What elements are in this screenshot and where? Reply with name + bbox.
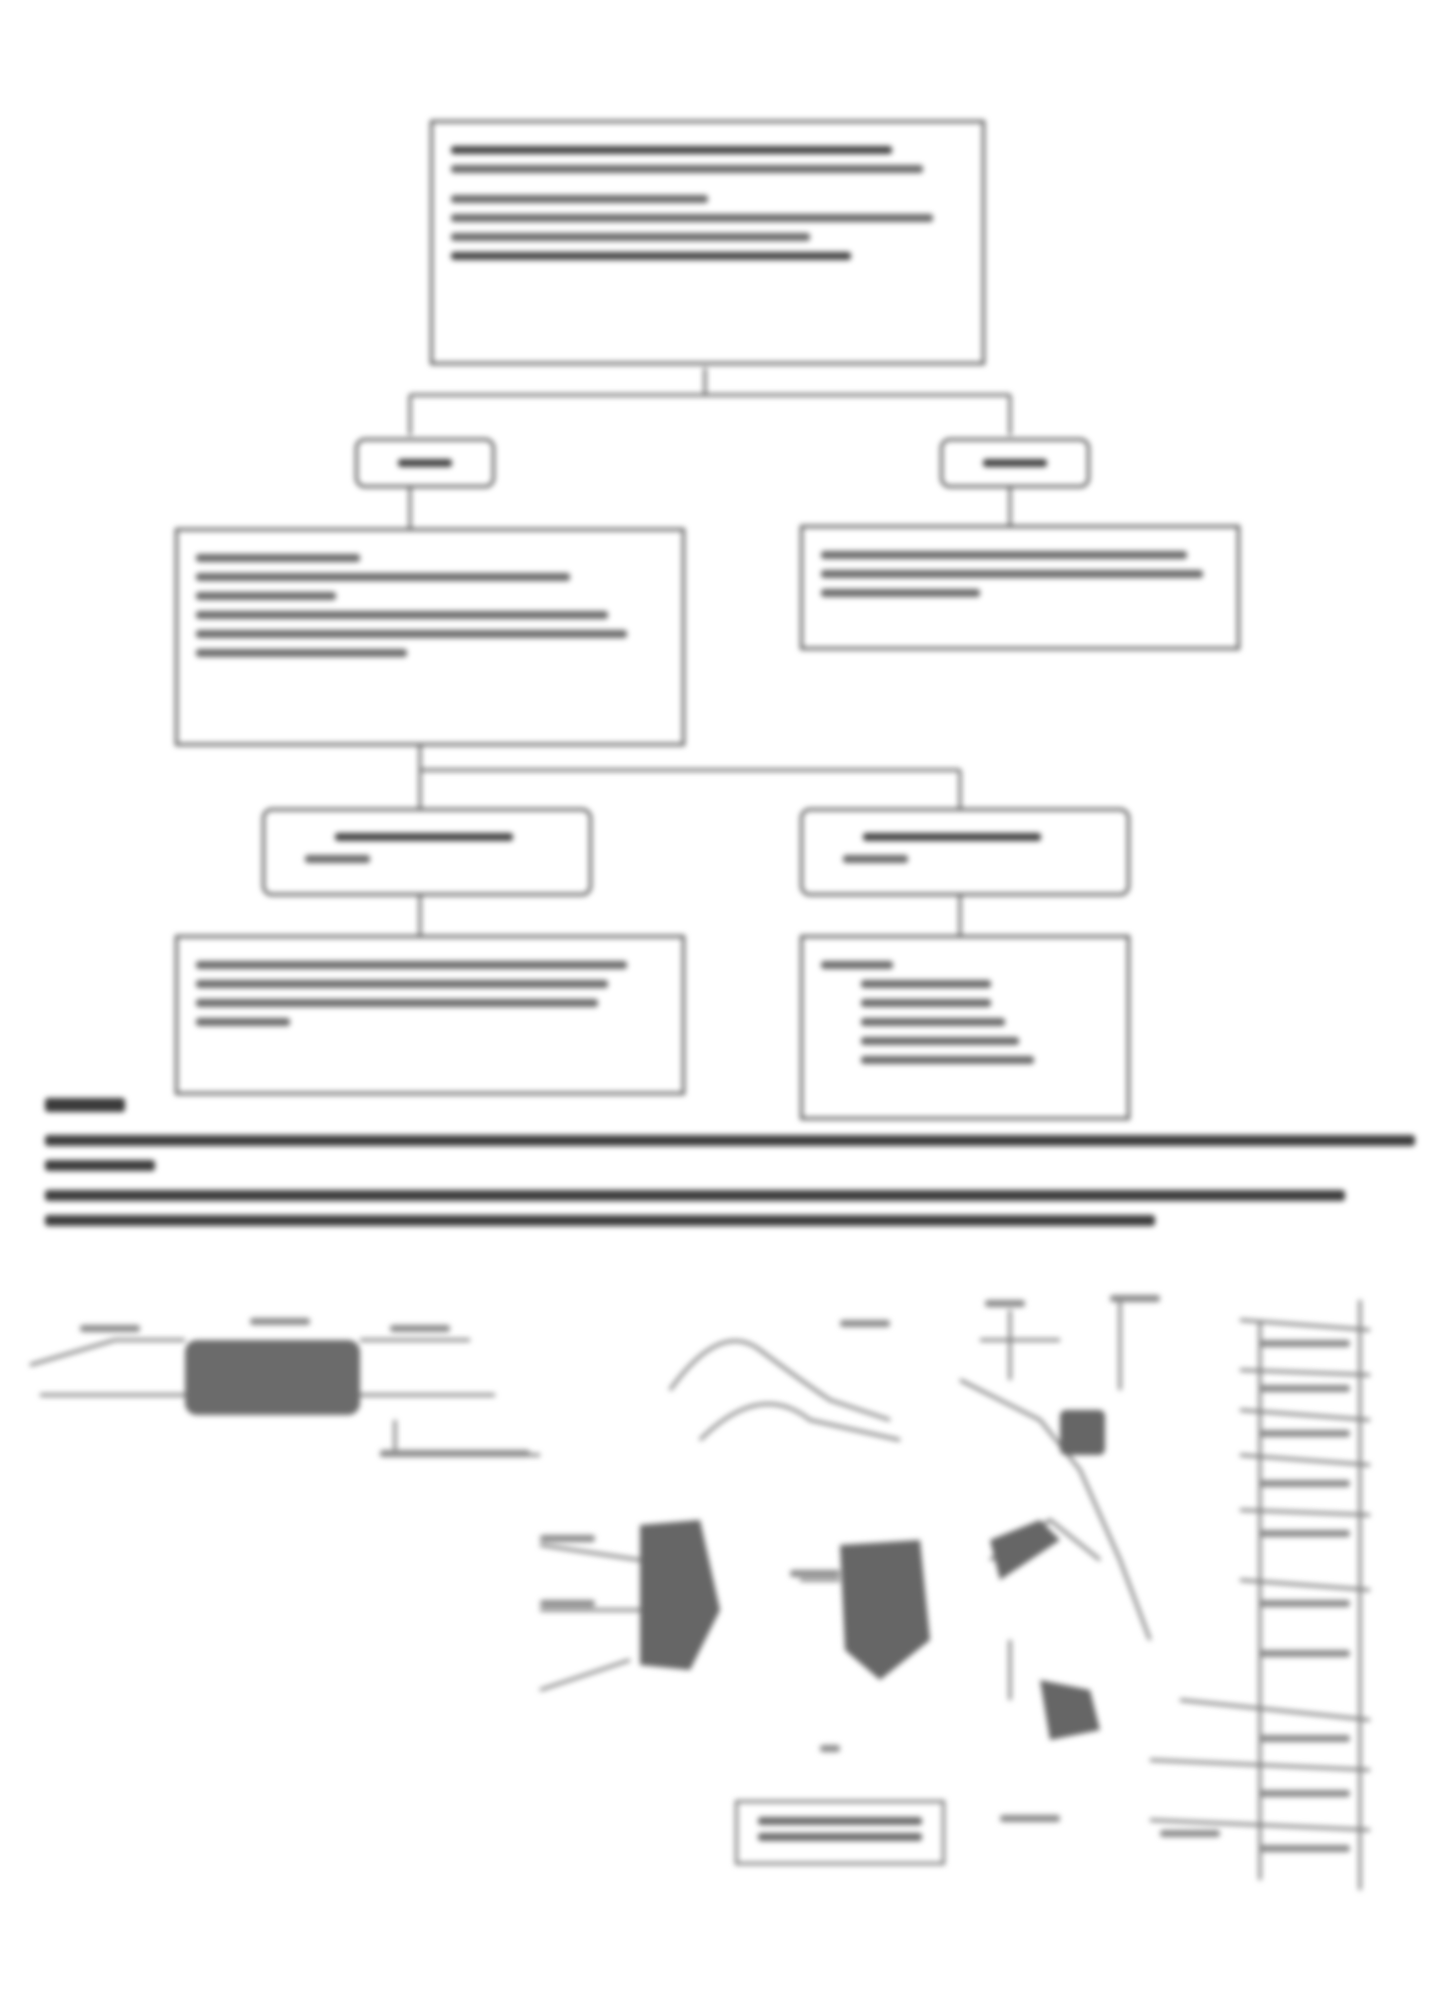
- note-line: [45, 1190, 1345, 1201]
- flow-node-result-right: [800, 935, 1130, 1120]
- part-label: [1260, 1480, 1350, 1487]
- part-label: [1260, 1600, 1350, 1607]
- part-label: [540, 1600, 595, 1607]
- part-label: [1110, 1295, 1160, 1302]
- part-label: [1260, 1735, 1350, 1742]
- part-label: [840, 1320, 890, 1327]
- note-heading: [45, 1098, 125, 1112]
- part-label: [1260, 1650, 1350, 1657]
- flow-branch-right-2: [800, 808, 1130, 896]
- flow-node-result-left: [175, 935, 685, 1095]
- part-label: [1260, 1340, 1350, 1347]
- note-line: [45, 1135, 1415, 1146]
- part-label: [790, 1570, 840, 1577]
- flow-node-step-left: [175, 528, 685, 746]
- connector-label: [80, 1325, 140, 1332]
- part-label: [1260, 1790, 1350, 1797]
- part-label: [1260, 1845, 1350, 1852]
- illustration-caption: [735, 1800, 945, 1865]
- note-line: [45, 1215, 1155, 1226]
- flow-branch-left: [355, 438, 495, 488]
- part-label: [1000, 1815, 1060, 1822]
- connector-label: [250, 1318, 310, 1325]
- part-label: [540, 1535, 595, 1542]
- flow-branch-left-2: [262, 808, 592, 896]
- part-label: [820, 1745, 840, 1752]
- connector-caption: [380, 1450, 530, 1457]
- part-label: [1160, 1830, 1220, 1837]
- part-label: [1260, 1385, 1350, 1392]
- flow-node-start: [430, 120, 985, 365]
- connector-body: [185, 1340, 360, 1415]
- flow-branch-right: [940, 438, 1090, 488]
- connector-label: [390, 1325, 450, 1332]
- flow-node-step-right: [800, 525, 1240, 650]
- part-label: [1260, 1530, 1350, 1537]
- part-label: [1260, 1430, 1350, 1437]
- note-line: [45, 1160, 155, 1171]
- part-label: [985, 1300, 1025, 1307]
